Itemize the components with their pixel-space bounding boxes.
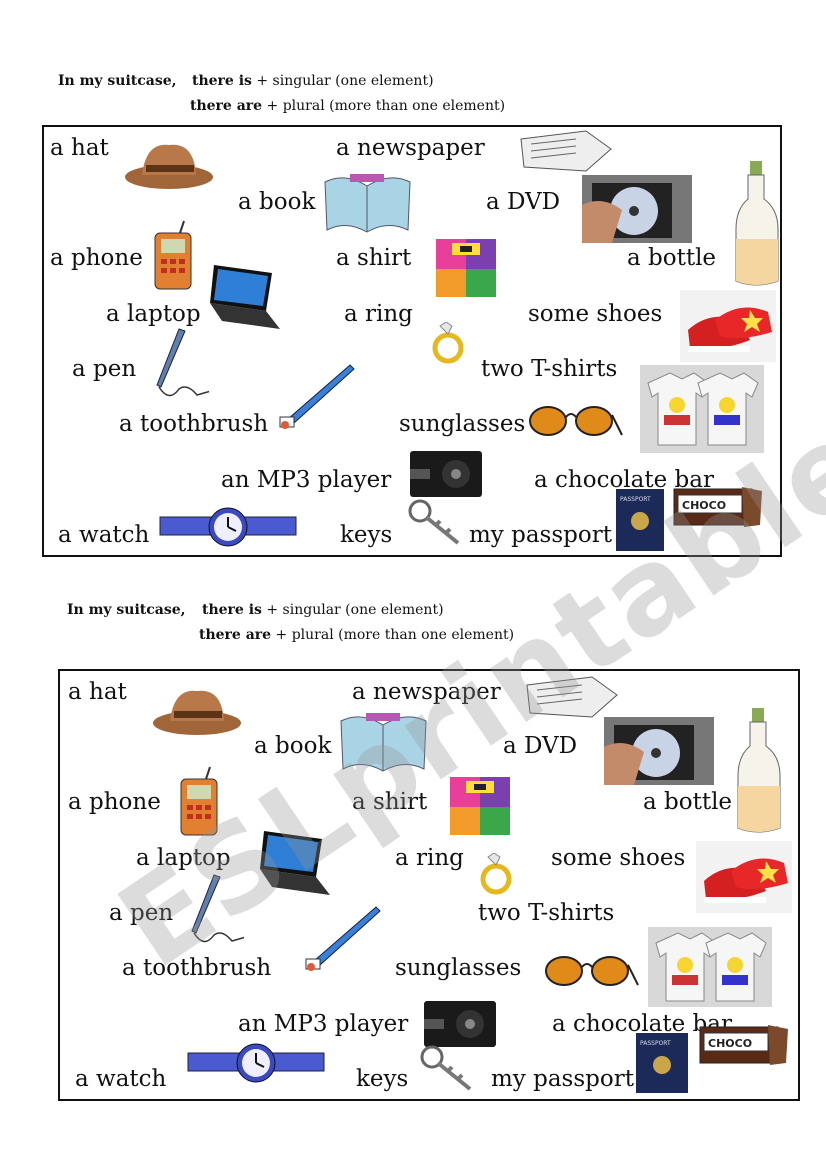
chocolate-wrapper-text-2: CHOCO	[708, 1037, 752, 1050]
hat-icon-2	[153, 690, 241, 735]
word-newspaper-2: a newspaper	[352, 679, 501, 705]
sunglasses-icon	[529, 406, 623, 436]
book-icon-2	[340, 713, 427, 772]
phone-icon	[154, 220, 192, 290]
word-sunglasses-2: sunglasses	[395, 955, 522, 981]
dvd-photo-2	[604, 717, 714, 785]
hat-icon	[125, 144, 213, 189]
word-toothbrush-2: a toothbrush	[122, 955, 272, 981]
word-ring: a ring	[344, 301, 413, 327]
instructions-header: In my suitcase,	[58, 74, 177, 88]
rule-there-is: there is + singular (one element)	[192, 74, 434, 88]
pen-icon-2	[191, 874, 244, 943]
word-chocolate: a chocolate bar	[534, 467, 714, 493]
chocolate-bar-icon: CHOCO	[672, 483, 764, 531]
laptop-icon-2	[260, 831, 330, 895]
rule-there-are-text-2: + plural (more than one element)	[271, 627, 515, 643]
passport-cover-text: PASSPORT	[620, 496, 651, 503]
tshirts-photo-2	[648, 927, 772, 1007]
word-laptop-2: a laptop	[136, 845, 231, 871]
vocabulary-box: a hat a newspaper a book a DVD a phone a…	[42, 125, 782, 557]
ring-icon	[432, 322, 464, 364]
word-sunglasses: sunglasses	[399, 411, 526, 437]
laptop-icon	[210, 265, 280, 329]
passport-icon: PASSPORT	[616, 489, 664, 551]
toothbrush-icon	[279, 364, 355, 429]
rule-there-are-bold-2: there are	[199, 627, 272, 643]
word-passport-2: my passport	[491, 1066, 634, 1092]
rule-there-is-2: there is + singular (one element)	[202, 603, 444, 617]
rule-there-are-2: there are + plural (more than one elemen…	[199, 628, 514, 642]
phone-icon-2	[180, 766, 218, 836]
watch-icon-2	[187, 1043, 325, 1083]
word-tshirts: two T-shirts	[481, 356, 618, 382]
shirt-icon-2	[450, 777, 510, 835]
chocolate-bar-icon-2: CHOCO	[698, 1021, 790, 1069]
rule-there-are: there are + plural (more than one elemen…	[190, 99, 505, 113]
chocolate-wrapper-text: CHOCO	[682, 499, 726, 512]
word-keys: keys	[340, 522, 393, 548]
word-book-2: a book	[254, 733, 332, 759]
word-watch: a watch	[58, 522, 150, 548]
word-ring-2: a ring	[395, 845, 464, 871]
ring-icon-2	[480, 853, 512, 895]
word-mp3: an MP3 player	[221, 467, 392, 493]
word-mp3-2: an MP3 player	[238, 1011, 409, 1037]
toothbrush-icon-2	[305, 906, 381, 971]
word-newspaper: a newspaper	[336, 135, 485, 161]
mp3-player-icon	[410, 451, 482, 497]
shoes-photo-2	[696, 841, 792, 913]
word-watch-2: a watch	[75, 1066, 167, 1092]
word-shoes: some shoes	[528, 301, 663, 327]
newspaper-icon-2	[526, 676, 618, 718]
word-hat: a hat	[50, 135, 109, 161]
word-pen: a pen	[72, 356, 137, 382]
word-dvd-2: a DVD	[503, 733, 578, 759]
vocabulary-box-2: a hat a newspaper a book a DVD a phone a…	[58, 669, 800, 1101]
word-shoes-2: some shoes	[551, 845, 686, 871]
word-bottle-2: a bottle	[643, 789, 733, 815]
shirt-icon	[436, 239, 496, 297]
word-hat-2: a hat	[68, 679, 127, 705]
tshirts-photo	[640, 365, 764, 453]
shoes-photo	[680, 290, 776, 362]
rule-there-is-text-2: + singular (one element)	[261, 602, 444, 618]
word-keys-2: keys	[356, 1066, 409, 1092]
passport-cover-text-2: PASSPORT	[640, 1040, 671, 1047]
word-dvd: a DVD	[486, 189, 561, 215]
bottle-icon	[735, 161, 779, 286]
passport-icon-2: PASSPORT	[636, 1033, 688, 1093]
dvd-photo	[582, 175, 692, 243]
instructions-header-2: In my suitcase,	[67, 603, 186, 617]
rule-there-are-bold: there are	[190, 98, 263, 114]
book-icon	[324, 174, 411, 233]
word-shirt-2: a shirt	[352, 789, 428, 815]
sunglasses-icon-2	[545, 956, 639, 986]
mp3-player-icon-2	[424, 1001, 496, 1047]
rule-there-is-text: + singular (one element)	[251, 73, 434, 89]
word-toothbrush: a toothbrush	[119, 411, 269, 437]
header-intro-2: In my suitcase,	[67, 602, 186, 618]
word-tshirts-2: two T-shirts	[478, 900, 615, 926]
word-phone: a phone	[50, 245, 143, 271]
bottle-icon-2	[737, 708, 781, 833]
word-chocolate-2: a chocolate bar	[552, 1011, 732, 1037]
word-laptop: a laptop	[106, 301, 201, 327]
word-phone-2: a phone	[68, 789, 161, 815]
header-intro: In my suitcase,	[58, 73, 177, 89]
rule-there-are-text: + plural (more than one element)	[262, 98, 506, 114]
keys-icon-2	[420, 1045, 472, 1091]
word-passport: my passport	[469, 522, 612, 548]
rule-there-is-bold-2: there is	[202, 602, 262, 618]
word-shirt: a shirt	[336, 245, 412, 271]
pen-icon	[156, 328, 209, 397]
watch-icon	[159, 507, 297, 547]
newspaper-icon	[520, 130, 612, 172]
word-book: a book	[238, 189, 316, 215]
keys-icon	[408, 499, 460, 545]
word-bottle: a bottle	[627, 245, 717, 271]
rule-there-is-bold: there is	[192, 73, 252, 89]
word-pen-2: a pen	[109, 900, 174, 926]
